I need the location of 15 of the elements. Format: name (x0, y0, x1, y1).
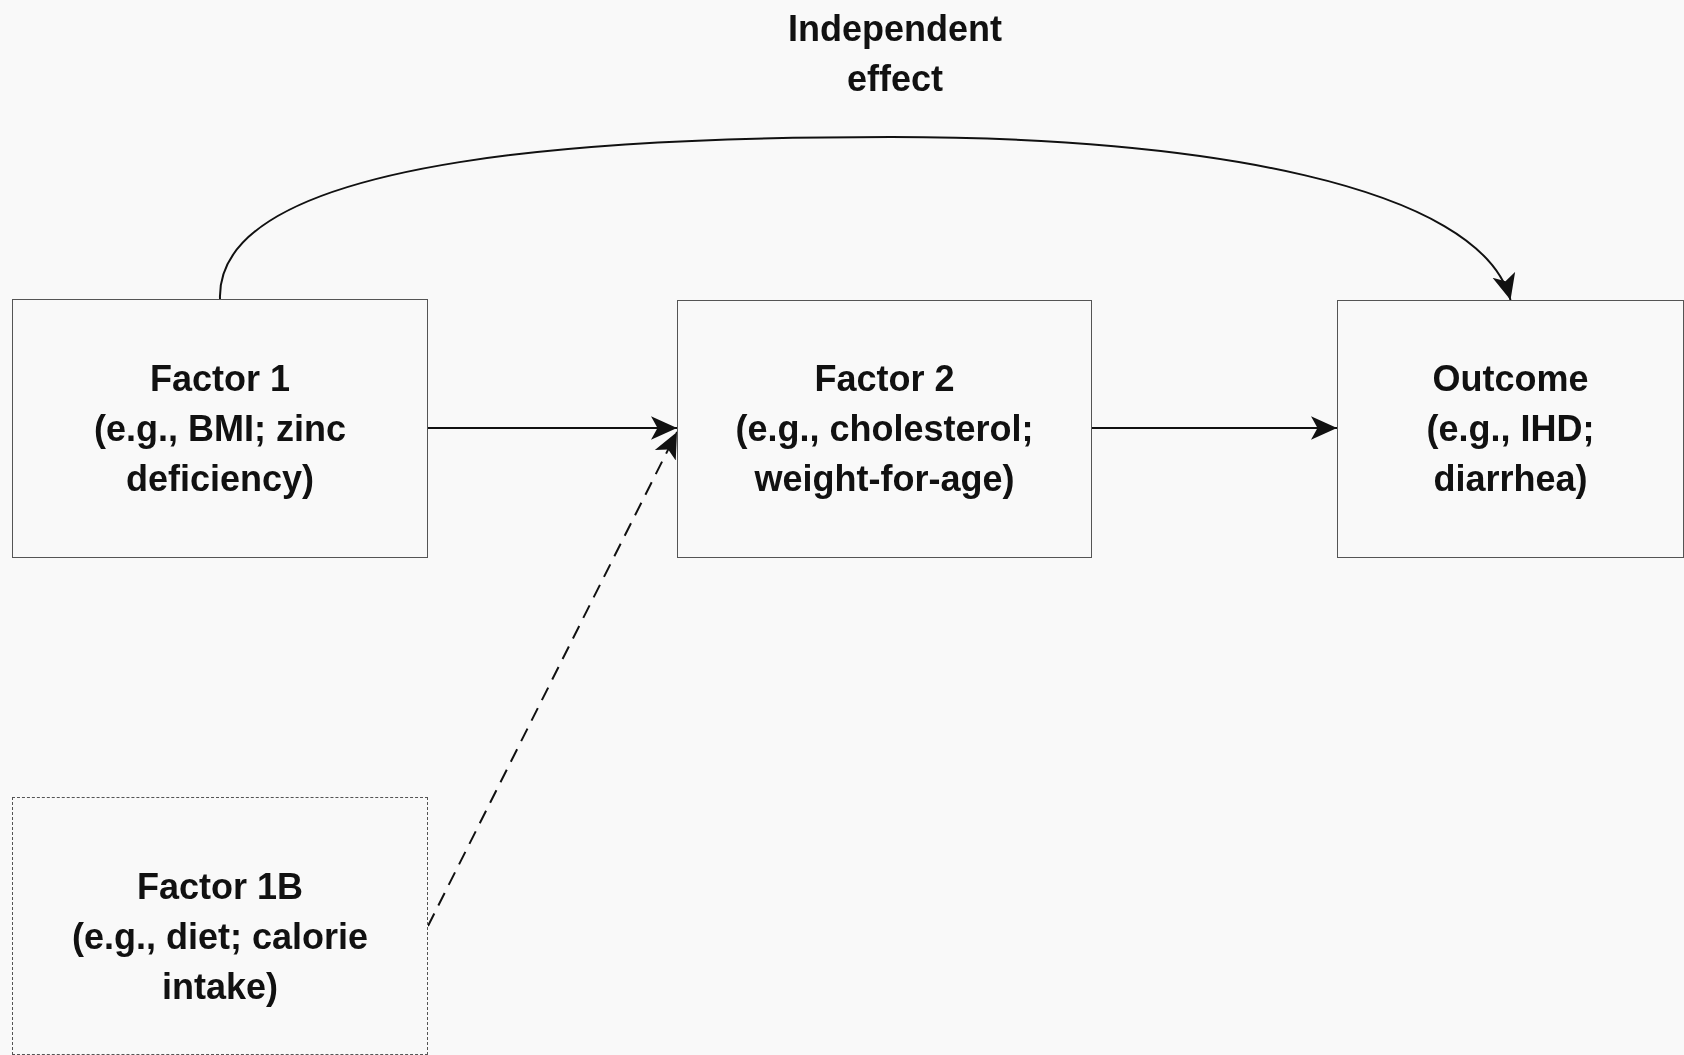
box-title: Factor 2 (813, 357, 956, 401)
factor-box (1337, 300, 1684, 558)
factor-box (12, 797, 428, 1055)
box-title: Factor 1 (148, 356, 291, 401)
box-title: Factor 1B (135, 865, 304, 909)
box-example-text: (e.g., diet; calorie intake) (70, 915, 370, 1009)
box-example-text: (e.g., IHD; diarrhea) (1425, 407, 1596, 501)
box-title: Outcome (1431, 357, 1590, 401)
box-example-text: (e.g., BMI; zinc deficiency) (93, 406, 347, 501)
arrow (1091, 416, 1338, 440)
arrow (427, 416, 678, 440)
factor-box (677, 300, 1092, 558)
arrow (427, 431, 678, 927)
box-example-text: (e.g., cholesterol; weight-for-age) (734, 407, 1035, 501)
factor-box (12, 299, 428, 558)
